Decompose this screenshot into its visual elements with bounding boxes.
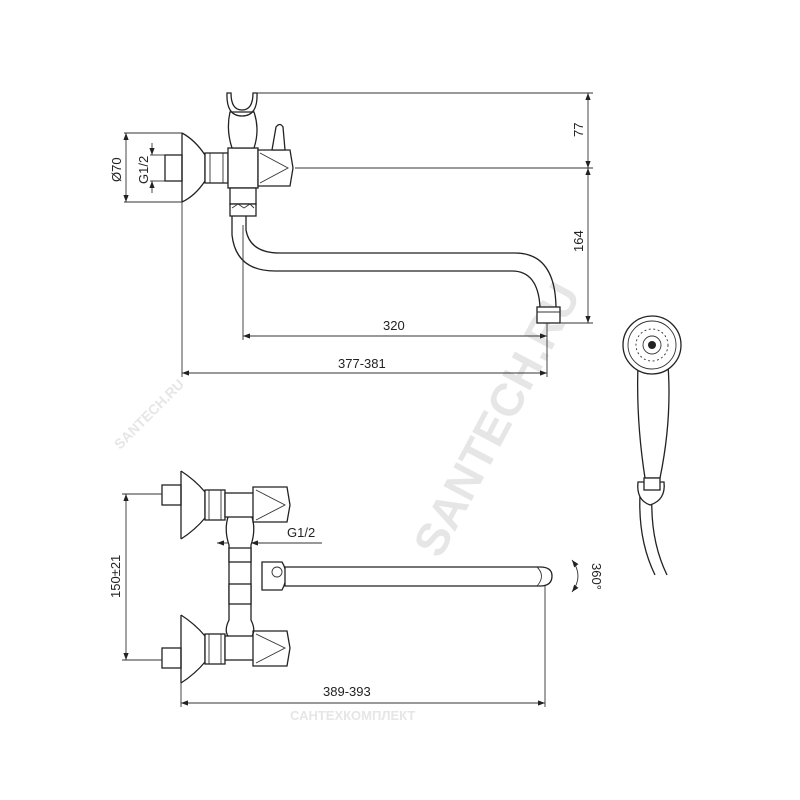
dim-center-distance: 150±21 [108, 555, 123, 598]
watermark-text: SANTECH.RU [111, 376, 187, 452]
watermark-text: САНТЕХКОМПЛЕКТ [290, 708, 415, 723]
dim-flange-diameter: Ø70 [109, 157, 124, 182]
bottom-view-dimensions: 150±21 G1/2 360° 389-393 [108, 493, 604, 707]
dim-spout-reach: 320 [383, 318, 405, 333]
top-view-faucet [164, 92, 561, 324]
watermark-site: SANTECH.RU SANTECH.RU [111, 274, 591, 565]
top-view-dimensions: Ø70 G1/2 77 164 320 377-381 [109, 92, 593, 377]
dim-holder-height: 77 [571, 123, 586, 137]
dim-overall-length-top: 377-381 [338, 356, 386, 371]
dim-rotation: 360° [589, 563, 604, 590]
dim-thread-top: G1/2 [136, 156, 151, 184]
bottom-view-faucet [161, 470, 553, 684]
dim-thread-bottom: G1/2 [287, 525, 315, 540]
dim-spout-drop: 164 [571, 230, 586, 252]
hand-shower [622, 315, 682, 576]
watermark-company: САНТЕХКОМПЛЕКТ [290, 708, 415, 723]
watermark-text: SANTECH.RU [403, 274, 590, 565]
dim-overall-length-bottom: 389-393 [323, 684, 371, 699]
